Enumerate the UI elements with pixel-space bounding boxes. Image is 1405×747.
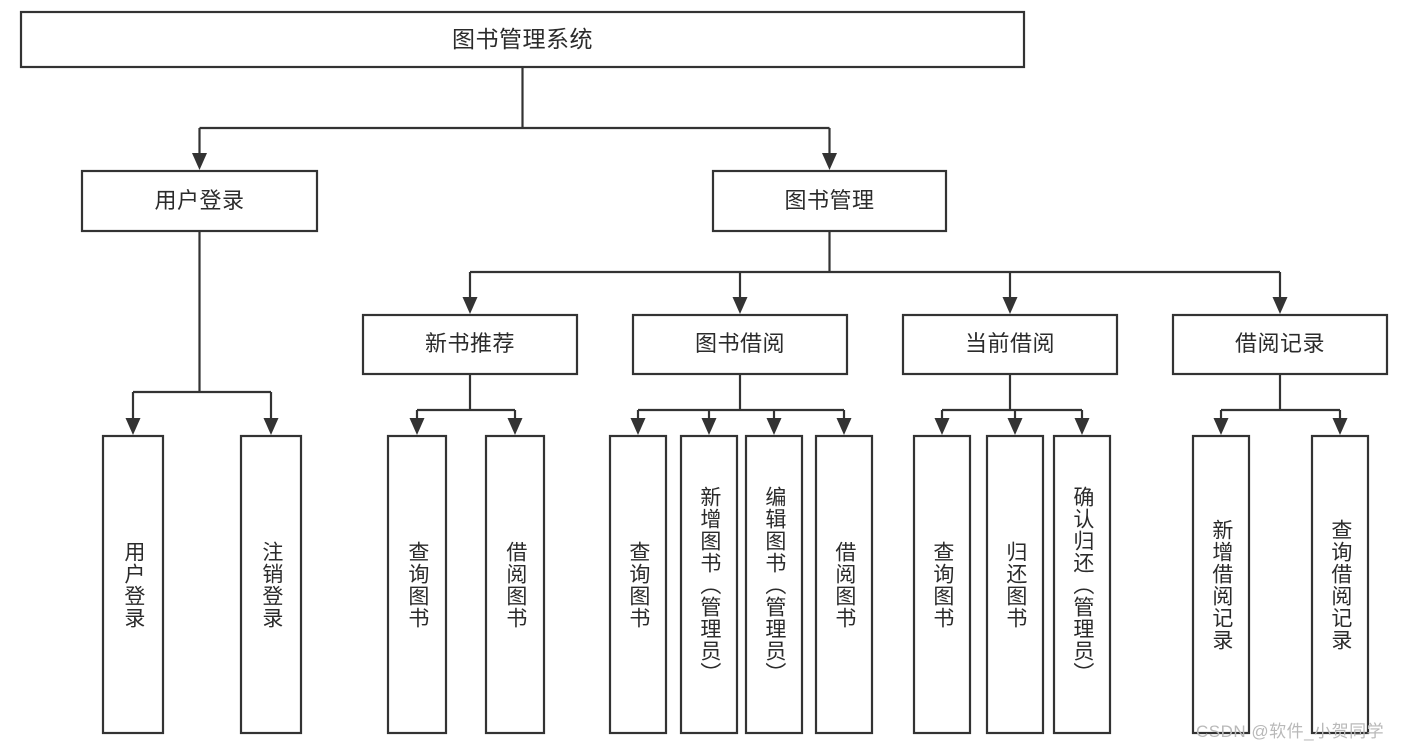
arrow-head-nbr-query-book (409, 418, 425, 435)
node-box-borrow-record[interactable] (1171, 313, 1389, 376)
arrow-head-bb-query-book (630, 418, 646, 435)
arrow-head-bb-borrow-book (836, 418, 852, 435)
arrow-head-leaf-user-logout (263, 418, 279, 435)
arrow-head-br-query-record (1332, 418, 1348, 435)
node-box-cb-confirm-return[interactable] (1052, 434, 1112, 735)
node-box-leaf-user-logout[interactable] (239, 434, 303, 735)
node-box-bb-query-book[interactable] (608, 434, 668, 735)
node-box-cb-return-book[interactable] (985, 434, 1045, 735)
node-box-bb-add-book[interactable] (679, 434, 739, 735)
arrow-head-cb-return-book (1007, 418, 1023, 435)
boxes-group (19, 10, 1389, 735)
node-box-user-login[interactable] (80, 169, 319, 233)
node-box-nbr-borrow-book[interactable] (484, 434, 546, 735)
arrow-head-book-manage (822, 153, 837, 170)
arrow-head-bb-edit-book (766, 418, 782, 435)
node-box-br-query-record[interactable] (1310, 434, 1370, 735)
node-box-book-manage[interactable] (711, 169, 948, 233)
node-box-root[interactable] (19, 10, 1026, 69)
node-box-current-borrow[interactable] (901, 313, 1119, 376)
node-box-cb-query-book[interactable] (912, 434, 972, 735)
arrow-head-book-borrow (732, 297, 748, 314)
arrow-head-user-login (192, 153, 207, 170)
node-box-bb-edit-book[interactable] (744, 434, 804, 735)
arrow-head-bb-add-book (701, 418, 717, 435)
edges-group (125, 68, 1348, 435)
arrow-head-leaf-user-login (125, 418, 141, 435)
node-box-bb-borrow-book[interactable] (814, 434, 874, 735)
arrow-head-cb-query-book (934, 418, 950, 435)
arrow-head-new-book-rec (462, 297, 478, 314)
arrow-head-nbr-borrow-book (507, 418, 523, 435)
node-box-br-add-record[interactable] (1191, 434, 1251, 735)
node-box-book-borrow[interactable] (631, 313, 849, 376)
node-box-nbr-query-book[interactable] (386, 434, 448, 735)
arrow-head-current-borrow (1002, 297, 1018, 314)
arrow-head-cb-confirm-return (1074, 418, 1090, 435)
node-box-new-book-rec[interactable] (361, 313, 579, 376)
arrow-head-br-add-record (1213, 418, 1229, 435)
arrow-head-borrow-record (1272, 297, 1288, 314)
node-box-leaf-user-login[interactable] (101, 434, 165, 735)
